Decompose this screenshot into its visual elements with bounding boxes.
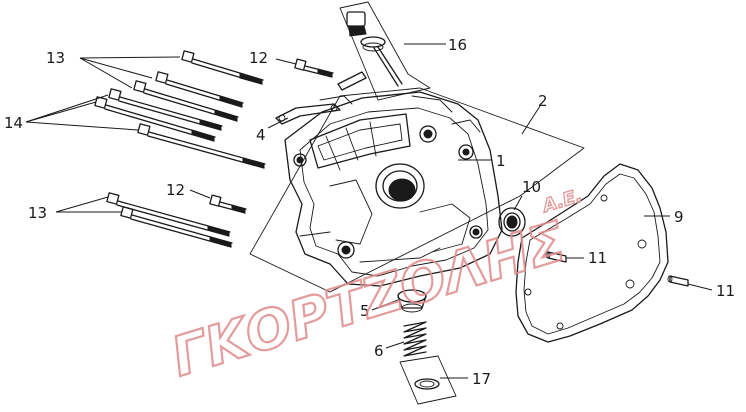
callout-5: 5	[360, 302, 370, 320]
drain-plug	[397, 289, 427, 313]
leader-lines	[25, 43, 713, 379]
short-bolt	[294, 58, 334, 78]
callout-4: 4	[256, 126, 266, 144]
callout-12: 12	[166, 181, 185, 199]
callout-9: 9	[674, 208, 684, 226]
oil-strainer	[399, 355, 457, 405]
callout-2: 2	[538, 92, 548, 110]
callout-16: 16	[448, 36, 467, 54]
callout-14: 14	[4, 114, 23, 132]
spring	[403, 321, 427, 357]
oil-seal	[498, 207, 526, 237]
callout-6: 6	[374, 342, 384, 360]
long-bolt	[181, 50, 264, 85]
callout-13: 13	[28, 204, 47, 222]
long-bolt	[155, 71, 244, 108]
long-bolt-group-lower	[106, 192, 233, 248]
oil-dipstick	[337, 1, 431, 101]
cover-gasket	[515, 163, 669, 343]
long-bolt	[106, 192, 231, 237]
callout-11: 11	[588, 249, 607, 267]
callout-13: 13	[46, 49, 65, 67]
callout-10: 10	[522, 178, 541, 196]
watermark-text: ΓΚΟΡΤΖΟΛΗΣ	[164, 209, 572, 388]
breather-bracket	[275, 103, 341, 125]
callout-labels: 13 12 16 14 4 2 1 12 13 10 9 11 11 5 6 1…	[4, 36, 735, 388]
callout-1: 1	[496, 152, 506, 170]
dowel-pin	[545, 251, 567, 263]
gasket-outline	[249, 87, 585, 293]
crankcase-half	[284, 91, 503, 287]
callout-12: 12	[249, 49, 268, 67]
long-bolt	[137, 123, 266, 169]
long-bolt	[108, 88, 223, 131]
long-bolt-group	[94, 50, 266, 169]
dowel-pin	[667, 275, 689, 287]
long-bolt	[133, 80, 239, 122]
long-bolt	[94, 96, 216, 142]
callout-11: 11	[716, 282, 735, 300]
long-bolt	[120, 206, 233, 248]
callout-17: 17	[472, 370, 491, 388]
short-bolt	[209, 194, 247, 214]
